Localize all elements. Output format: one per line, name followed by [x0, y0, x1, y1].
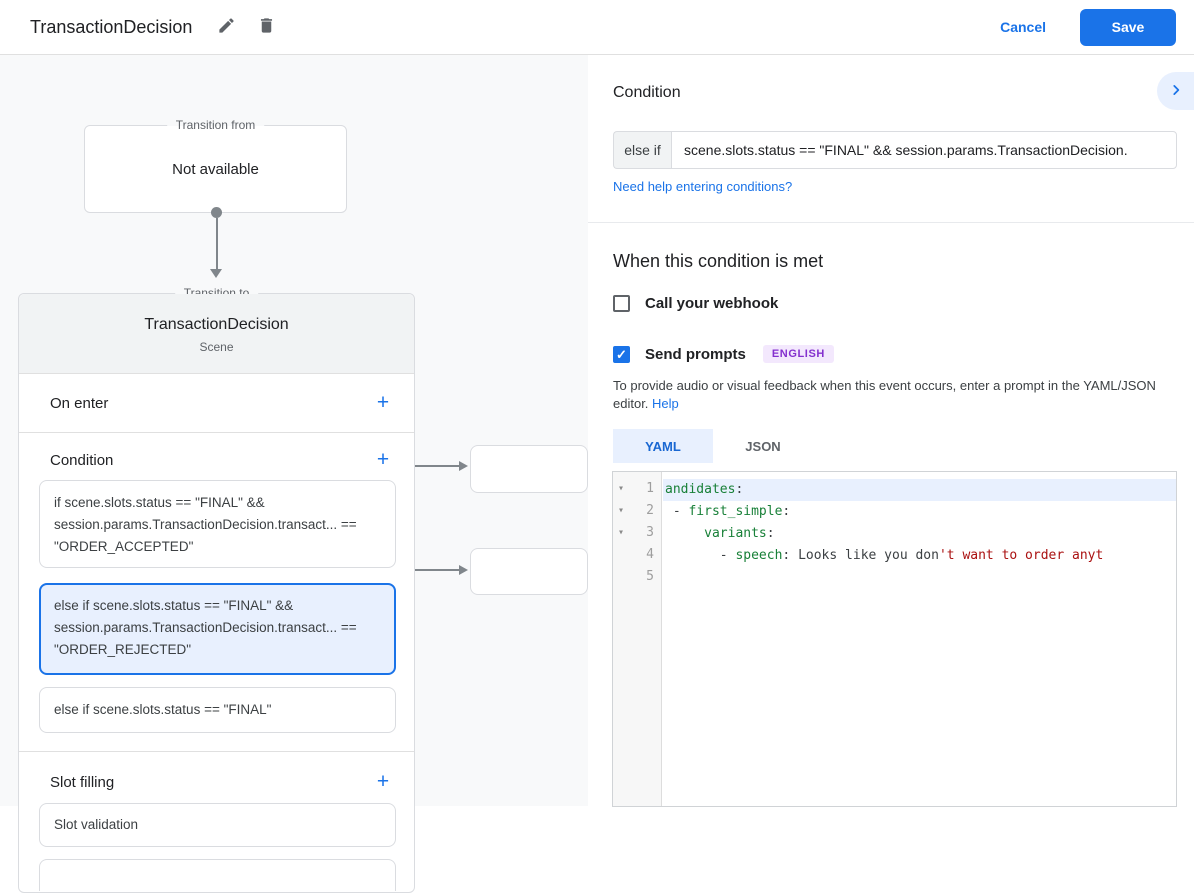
connector-line [216, 218, 218, 269]
tab-json[interactable]: JSON [713, 429, 813, 463]
check-icon: ✓ [616, 346, 627, 362]
editor-tabs: YAML JSON [613, 429, 813, 463]
transition-from-legend: Transition from [166, 118, 265, 133]
condition-editor-row: else if [613, 131, 1177, 169]
chevron-right-icon [1169, 83, 1183, 100]
condition-help-link[interactable]: Need help entering conditions? [613, 179, 793, 194]
send-prompts-label: Send prompts [645, 345, 746, 363]
add-on-enter-button[interactable]: + [372, 392, 394, 414]
add-slot-button[interactable]: + [372, 771, 394, 793]
line-number: 2 [646, 503, 654, 518]
save-button[interactable]: Save [1080, 8, 1176, 46]
line-number: 1 [646, 481, 654, 496]
code-line-3: variants: [704, 526, 775, 541]
section-divider [19, 432, 414, 433]
code-line-2: - first_simple: [665, 504, 791, 519]
tab-yaml[interactable]: YAML [613, 429, 713, 463]
fold-icon[interactable]: ▾ [618, 527, 625, 538]
condition-section-label: Condition [50, 452, 114, 469]
condition-expression-input[interactable] [671, 131, 1177, 169]
code-line-1: andidates: [663, 479, 1176, 501]
scene-title: TransactionDecision [144, 316, 289, 333]
condition-detail-panel: Condition else if Need help entering con… [588, 55, 1194, 807]
send-prompts-checkbox[interactable]: ✓ [613, 345, 630, 363]
prompt-description-text: To provide audio or visual feedback when… [613, 378, 1156, 411]
partially-visible-card[interactable] [39, 859, 396, 891]
collapse-panel-button[interactable] [1157, 72, 1194, 110]
line-number: 3 [646, 525, 654, 540]
code-line-4: - speech: Looks like you don't want to o… [665, 548, 1104, 563]
connector-line [408, 465, 459, 467]
transition-from-card: Transition from Not available [84, 118, 347, 213]
slot-validation-card[interactable]: Slot validation [39, 803, 396, 847]
trash-icon [257, 16, 276, 38]
page-title: TransactionDecision [30, 16, 193, 37]
arrow-right-icon [459, 461, 468, 471]
code-editor[interactable]: ▾ 1 ▾ 2 ▾ 3 4 5 andidates: - first_simple: … [612, 471, 1177, 807]
arrow-right-icon [459, 565, 468, 575]
help-link[interactable]: Help [652, 395, 679, 411]
condition-card-3[interactable]: else if scene.slots.status == "FINAL" [39, 687, 396, 733]
code-line-5 [663, 567, 1176, 589]
send-prompts-row: ✓ Send prompts ENGLISH [613, 345, 834, 363]
editor-code-area[interactable]: andidates: - first_simple: variants: - s… [663, 472, 1176, 806]
language-badge: ENGLISH [762, 345, 834, 363]
line-number: 4 [646, 547, 654, 562]
scene-card: Transition to TransactionDecision Scene … [18, 286, 415, 893]
line-number: 5 [646, 569, 654, 584]
connector-line [408, 569, 459, 571]
target-node-1[interactable] [470, 445, 588, 493]
target-node-2[interactable] [470, 548, 588, 595]
transition-from-value: Not available [172, 160, 259, 178]
webhook-label: Call your webhook [645, 295, 779, 312]
scene-card-header: TransactionDecision Scene [19, 294, 414, 374]
fold-icon[interactable]: ▾ [618, 483, 625, 494]
condition-card-2-selected[interactable]: else if scene.slots.status == "FINAL" &&… [39, 583, 396, 675]
fold-icon[interactable]: ▾ [618, 505, 625, 516]
delete-scene-button[interactable] [254, 15, 278, 39]
plus-icon: + [376, 770, 390, 793]
arrow-down-icon [210, 269, 222, 278]
add-condition-button[interactable]: + [372, 449, 394, 471]
topbar: TransactionDecision Cancel Save [0, 0, 1194, 55]
flow-canvas: Transition from Not available Transition… [0, 55, 588, 893]
panel-title: Condition [613, 84, 681, 101]
when-met-title: When this condition is met [613, 251, 824, 271]
connector-dot [211, 207, 222, 218]
edit-scene-button[interactable] [214, 15, 238, 39]
on-enter-label: On enter [50, 395, 109, 412]
section-divider [19, 751, 414, 752]
slot-filling-label: Slot filling [50, 774, 115, 791]
condition-card-1[interactable]: if scene.slots.status == "FINAL" && sess… [39, 480, 396, 568]
plus-icon: + [376, 391, 390, 414]
webhook-row: Call your webhook [613, 295, 778, 312]
condition-operator-label: else if [613, 131, 671, 169]
plus-icon: + [376, 448, 390, 471]
panel-divider [588, 222, 1194, 223]
prompt-description: To provide audio or visual feedback when… [613, 377, 1165, 412]
cancel-button[interactable]: Cancel [1000, 19, 1046, 35]
editor-gutter: ▾ 1 ▾ 2 ▾ 3 4 5 [613, 472, 662, 806]
webhook-checkbox[interactable] [613, 295, 630, 312]
scene-subtitle: Scene [199, 340, 234, 354]
pencil-icon [217, 16, 236, 38]
